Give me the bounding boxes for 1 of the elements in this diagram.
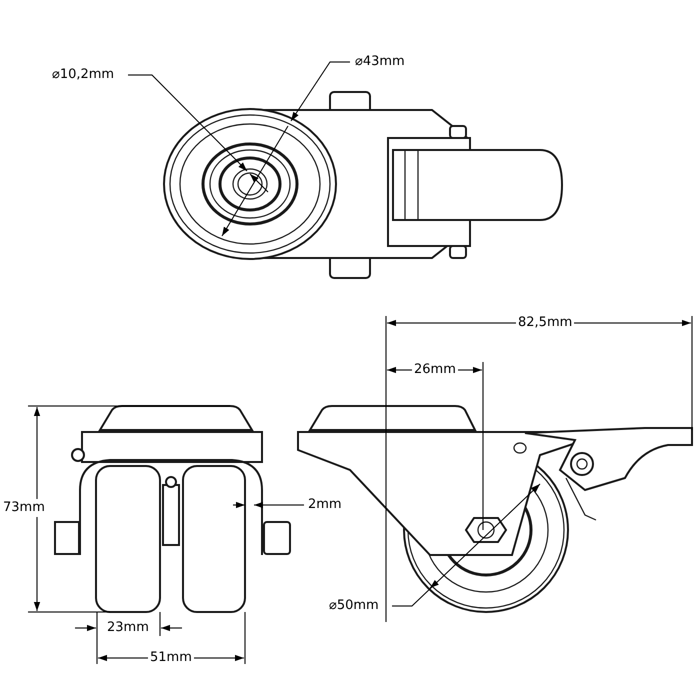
dimension-label: 73mm <box>1 499 47 517</box>
